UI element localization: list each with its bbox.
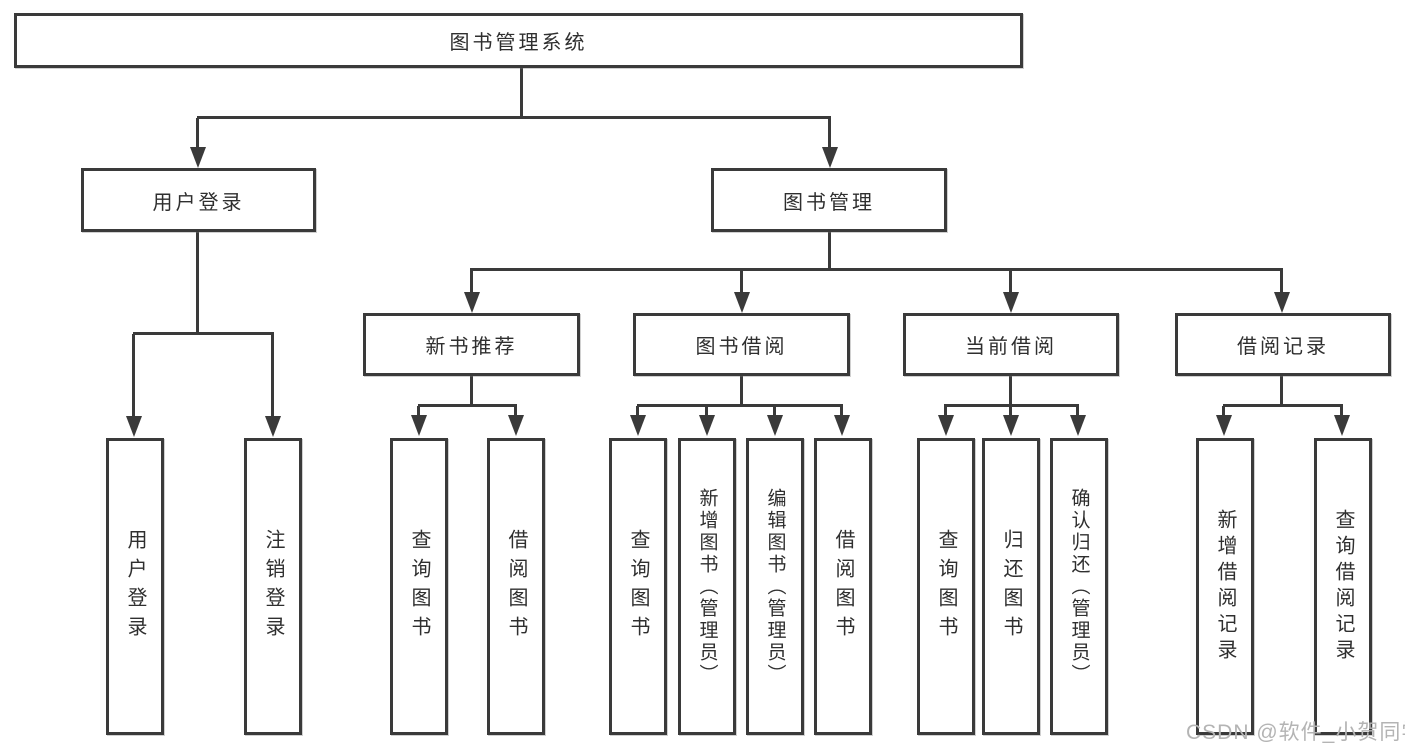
leaf-query-books-borrowing: 查询图书	[609, 438, 667, 735]
arrow-down-icon	[464, 292, 480, 313]
node-label: 借阅图书	[832, 528, 854, 645]
node-label: 用户登录	[152, 191, 245, 214]
connector-line	[1280, 270, 1283, 294]
node-label: 归还图书	[1000, 528, 1022, 645]
connector-line	[520, 66, 523, 118]
connector-line	[470, 374, 473, 407]
arrow-down-icon	[630, 415, 646, 436]
connector-line	[470, 268, 1283, 271]
connector-line	[1009, 374, 1012, 407]
leaf-edit-book-admin: 编辑图书（管理员）	[746, 438, 804, 735]
node-new-book-recommend: 新书推荐	[363, 313, 580, 376]
node-label: 借阅图书	[505, 528, 527, 645]
node-label: 图书管理系统	[449, 32, 588, 54]
arrow-down-icon	[938, 415, 954, 436]
connector-line	[828, 230, 831, 270]
arrow-down-icon	[822, 147, 838, 168]
arrow-down-icon	[126, 416, 142, 437]
leaf-add-borrow-record: 新增借阅记录	[1196, 438, 1254, 735]
node-label: 新书推荐	[425, 336, 518, 358]
connector-line	[1076, 406, 1079, 417]
connector-line	[740, 270, 743, 294]
node-label: 查询借阅记录	[1332, 508, 1354, 665]
node-label: 查询图书	[627, 528, 649, 645]
arrow-down-icon	[1070, 415, 1086, 436]
node-label: 图书借阅	[695, 336, 788, 358]
node-label: 当前借阅	[965, 336, 1057, 358]
node-label: 图书管理	[783, 191, 875, 214]
leaf-borrow-books-borrowing: 借阅图书	[814, 438, 872, 735]
leaf-query-borrow-record: 查询借阅记录	[1314, 438, 1372, 735]
node-label: 查询图书	[408, 528, 430, 645]
connector-line	[944, 406, 947, 417]
node-label: 新增图书（管理员）	[696, 487, 718, 686]
connector-line	[197, 116, 831, 119]
node-book-management: 图书管理	[711, 168, 947, 232]
connector-line	[514, 406, 517, 417]
arrow-down-icon	[1003, 415, 1019, 436]
leaf-add-book-admin: 新增图书（管理员）	[678, 438, 736, 735]
connector-line	[637, 404, 843, 407]
leaf-borrow-books-recommend: 借阅图书	[487, 438, 545, 735]
arrow-down-icon	[1003, 292, 1019, 313]
arrow-down-icon	[834, 415, 850, 436]
watermark: CSDN @软件_小贺同学	[1186, 721, 1405, 744]
arrow-down-icon	[767, 415, 783, 436]
node-user-login: 用户登录	[81, 168, 316, 232]
leaf-query-books-recommend: 查询图书	[390, 438, 448, 735]
leaf-user-login: 用户登录	[106, 438, 164, 735]
leaf-logout: 注销登录	[244, 438, 302, 735]
connector-line	[944, 404, 1079, 407]
connector-line	[1009, 406, 1012, 417]
connector-line	[271, 334, 274, 418]
node-label: 用户登录	[124, 528, 146, 645]
connector-line	[196, 230, 199, 334]
arrow-down-icon	[265, 416, 281, 437]
node-borrowing-records: 借阅记录	[1175, 313, 1391, 376]
connector-line	[418, 404, 517, 407]
leaf-return-books: 归还图书	[982, 438, 1040, 735]
connector-line	[740, 374, 743, 407]
arrow-down-icon	[1274, 292, 1290, 313]
arrow-down-icon	[1334, 415, 1350, 436]
connector-line	[773, 406, 776, 417]
node-book-borrowing: 图书借阅	[633, 313, 850, 376]
connector-line	[1222, 406, 1225, 417]
connector-line	[470, 270, 473, 294]
leaf-query-books-current: 查询图书	[917, 438, 975, 735]
node-current-borrowing: 当前借阅	[903, 313, 1119, 376]
connector-line	[1280, 374, 1283, 407]
arrow-down-icon	[1216, 415, 1232, 436]
node-library-management-system: 图书管理系统	[14, 13, 1023, 68]
node-label: 查询图书	[935, 528, 957, 645]
connector-line	[828, 118, 831, 149]
connector-line	[133, 332, 274, 335]
connector-line	[705, 406, 708, 417]
connector-line	[636, 406, 639, 417]
arrow-down-icon	[508, 415, 524, 436]
leaf-confirm-return-admin: 确认归还（管理员）	[1050, 438, 1108, 735]
arrow-down-icon	[411, 415, 427, 436]
connector-line	[417, 406, 420, 417]
connector-line	[132, 334, 135, 418]
connector-line	[196, 118, 199, 149]
arrow-down-icon	[190, 147, 206, 168]
node-label: 确认归还（管理员）	[1068, 487, 1090, 686]
node-label: 注销登录	[262, 528, 284, 645]
arrow-down-icon	[734, 292, 750, 313]
connector-line	[1223, 404, 1343, 407]
node-label: 新增借阅记录	[1214, 508, 1236, 665]
node-label: 借阅记录	[1237, 336, 1329, 358]
connector-line	[1009, 270, 1012, 294]
node-label: 编辑图书（管理员）	[764, 487, 786, 686]
connector-line	[1340, 406, 1343, 417]
arrow-down-icon	[699, 415, 715, 436]
connector-line	[840, 406, 843, 417]
